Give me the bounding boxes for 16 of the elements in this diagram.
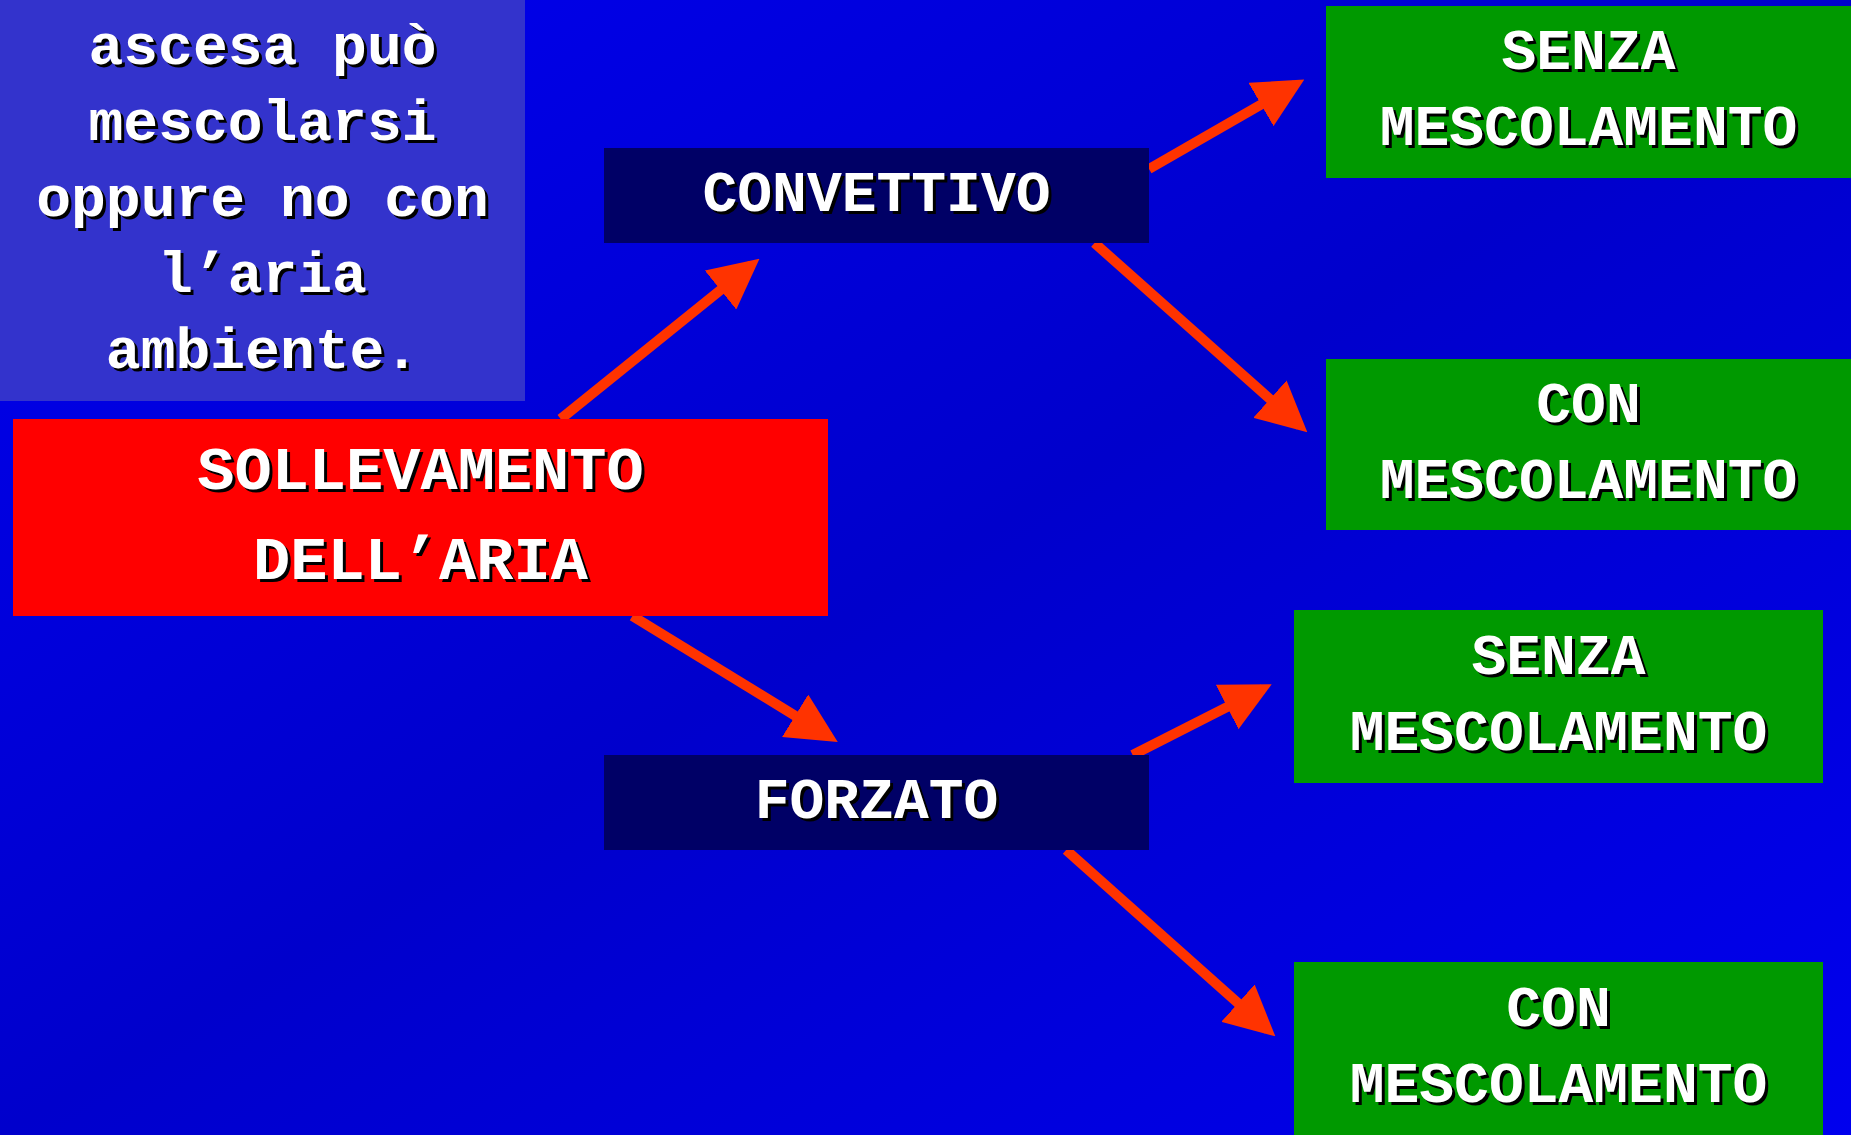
node-label: SENZA MESCOLAMENTO <box>1348 624 1769 769</box>
node-label: CONVETTIVO <box>702 161 1051 230</box>
node-label: FORZATO <box>754 768 999 837</box>
result-box <box>1326 6 1851 178</box>
result-box <box>1294 610 1823 783</box>
result-box <box>1326 359 1851 530</box>
result-box <box>1294 962 1823 1135</box>
node-label: SOLLEVAMENTO DELL’ARIA <box>196 435 645 600</box>
node-label: SENZA MESCOLAMENTO <box>1378 20 1799 164</box>
node-label: ascesa può mescolarsi oppure no con l’aria ambiente. <box>35 14 490 387</box>
node-label: CON MESCOLAMENTO <box>1378 372 1799 517</box>
process-box <box>13 419 828 616</box>
process-box <box>604 755 1149 850</box>
node-label: CON MESCOLAMENTO <box>1348 976 1769 1121</box>
note-box <box>0 0 525 401</box>
process-box <box>604 148 1149 243</box>
